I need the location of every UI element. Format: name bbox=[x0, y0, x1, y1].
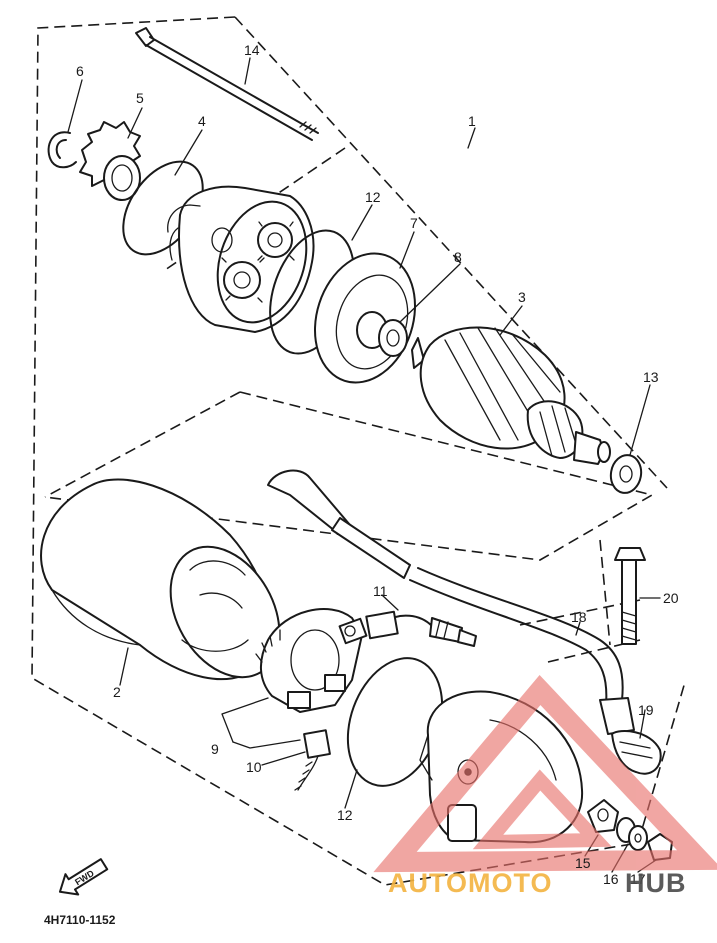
watermark-triangle bbox=[373, 674, 717, 873]
circlip bbox=[47, 131, 77, 169]
starter-cable bbox=[267, 469, 662, 775]
part-label: 20 bbox=[663, 590, 679, 606]
forward-arrow-icon: FWD bbox=[58, 858, 109, 896]
part-label: 15 bbox=[575, 855, 591, 871]
part-label: 11 bbox=[373, 583, 388, 599]
yoke bbox=[40, 478, 281, 681]
part-label: 4 bbox=[198, 113, 206, 129]
part-label: 10 bbox=[246, 759, 262, 775]
washer-8 bbox=[378, 319, 408, 357]
part-label: 1 bbox=[468, 113, 476, 129]
brush-holder bbox=[255, 608, 368, 713]
armature bbox=[411, 326, 611, 465]
part-label: 16 bbox=[603, 871, 619, 887]
mounting-bolt bbox=[614, 547, 646, 645]
part-label: 9 bbox=[211, 741, 219, 757]
part-label: 19 bbox=[638, 702, 654, 718]
washers-16 bbox=[616, 817, 648, 851]
lead-wire bbox=[365, 610, 477, 647]
part-label: 13 bbox=[643, 369, 659, 385]
watermark-hub: HUB bbox=[625, 868, 687, 898]
part-label: 5 bbox=[136, 90, 144, 106]
part-label: 12 bbox=[365, 189, 381, 205]
long-bolt bbox=[135, 27, 319, 141]
part-label: 6 bbox=[76, 63, 84, 79]
part-label: 12 bbox=[337, 807, 353, 823]
planetary-plate bbox=[314, 252, 416, 384]
drawing-code: 4H7110-1152 bbox=[44, 913, 116, 927]
part-label: 14 bbox=[244, 42, 260, 58]
part-label: 7 bbox=[410, 215, 418, 231]
gear-housing bbox=[167, 185, 315, 333]
part-label: 2 bbox=[113, 684, 121, 700]
part-label: 8 bbox=[454, 249, 462, 265]
part-label: 3 bbox=[518, 289, 526, 305]
part-label: 17 bbox=[630, 871, 646, 887]
watermark-auto: AUTOMOTO bbox=[388, 868, 553, 898]
watermark-logo: AUTOMOTO HUB bbox=[388, 868, 687, 898]
part-label: 18 bbox=[571, 609, 587, 625]
washer-13 bbox=[609, 454, 643, 494]
brush bbox=[294, 729, 331, 791]
part-labels: 14 6 5 4 1 12 7 8 3 13 2 11 18 20 9 10 1… bbox=[76, 42, 679, 887]
pinion-gear bbox=[79, 121, 141, 201]
